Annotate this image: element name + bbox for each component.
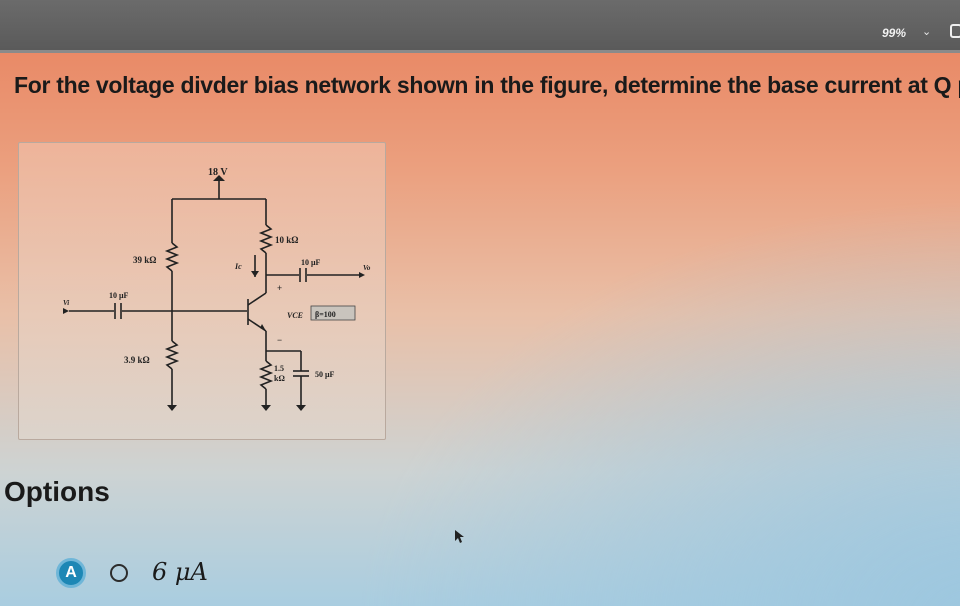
top-toolbar: 99% ⌄ [0, 0, 960, 53]
chevron-down-icon[interactable]: ⌄ [922, 26, 932, 38]
rc-label: 10 kΩ [275, 235, 298, 245]
re-label-bottom: kΩ [274, 374, 285, 383]
cin-label: 10 μF [109, 291, 129, 300]
vce-label: VCE [287, 311, 303, 320]
r1-label: 39 kΩ [133, 255, 156, 265]
supply-label: 18 V [208, 167, 228, 178]
page-icon[interactable] [950, 24, 960, 38]
plus-label: + [277, 283, 282, 293]
vi-label: Vi [63, 299, 69, 307]
zoom-level[interactable]: 99% [882, 26, 907, 40]
cout-label: 10 μF [301, 258, 321, 267]
beta-label: β=100 [315, 310, 336, 319]
question-text: For the voltage divder bias network show… [14, 72, 960, 98]
option-a-badge: A [56, 558, 86, 588]
circuit-diagram: 18 V 39 kΩ 3.9 kΩ 10 kΩ 1.5 kΩ 10 μF 10 … [63, 167, 371, 411]
re-label-top: 1.5 [274, 364, 284, 373]
option-a-radio[interactable] [110, 564, 128, 582]
option-a-text[interactable]: 6 μA [152, 558, 208, 586]
r2-label: 3.9 kΩ [124, 355, 150, 365]
mouse-cursor-icon [455, 530, 464, 543]
ic-label: Ic [234, 262, 242, 271]
options-heading: Options [4, 476, 110, 507]
circuit-figure: 18 V 39 kΩ 3.9 kΩ 10 kΩ 1.5 kΩ 10 μF 10 … [18, 142, 386, 440]
ce-label: 50 μF [315, 370, 335, 379]
minus-label: − [277, 335, 282, 345]
vo-label: Vo [363, 264, 371, 272]
